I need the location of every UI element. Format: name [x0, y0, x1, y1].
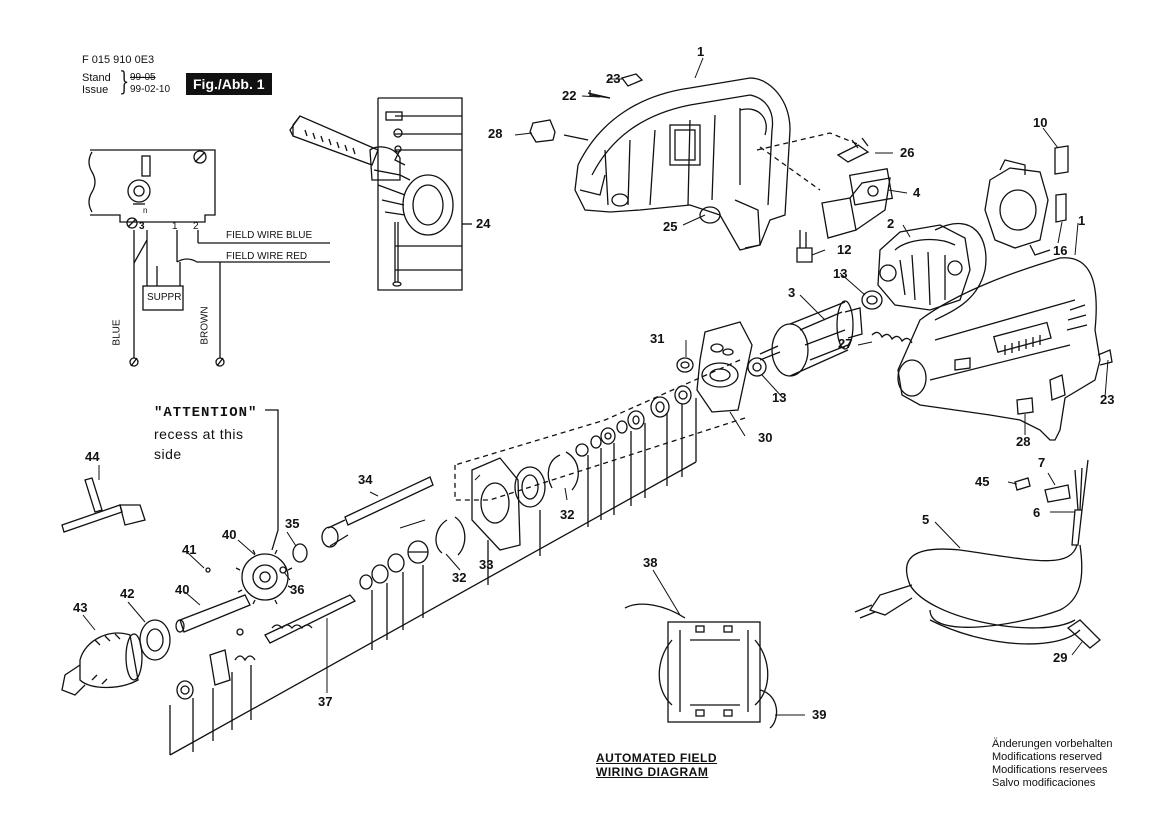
- housing-half: [574, 77, 791, 251]
- part-number: 16: [1053, 243, 1068, 258]
- stand-value: 99-05: [130, 72, 156, 83]
- suppr-label: SUPPR: [147, 292, 182, 303]
- issue-value: 99-02-10: [130, 84, 171, 95]
- attention-heading: "ATTENTION": [154, 405, 258, 421]
- part-number: 23: [1100, 392, 1115, 407]
- part-number: 40: [222, 527, 237, 542]
- note-fr: Modifications reservees: [992, 764, 1108, 776]
- part-number: 33: [479, 557, 494, 572]
- field-diagram-title-1: AUTOMATED FIELD: [596, 751, 718, 765]
- part-number: 28: [1016, 434, 1031, 449]
- part-number: 6: [1033, 505, 1041, 520]
- part-number: 23: [606, 71, 621, 86]
- part-28b: [1016, 397, 1034, 415]
- part-number: 44: [85, 449, 100, 464]
- wiring-schematic: n: [88, 149, 330, 367]
- part-number: 28: [488, 126, 503, 141]
- part-number: 2: [887, 216, 895, 231]
- terminal-1: 1: [172, 221, 178, 232]
- svg-text:n: n: [143, 206, 147, 215]
- part-number: 7: [1038, 455, 1046, 470]
- part-number: 10: [1033, 115, 1048, 130]
- attention-line-3: side: [154, 446, 182, 462]
- terminal-3: 3: [139, 221, 145, 232]
- brown-wire-label: BROWN: [199, 306, 211, 345]
- note-de: Änderungen vorbehalten: [992, 738, 1113, 750]
- part-number: 4: [913, 185, 921, 200]
- brace-glyph: }: [119, 67, 130, 97]
- power-cord: [854, 459, 1101, 649]
- part-number: 41: [182, 542, 197, 557]
- clip-23: [620, 73, 644, 87]
- blue-wire-label: BLUE: [111, 319, 123, 346]
- part-number: 26: [900, 145, 915, 160]
- part-number: 13: [772, 390, 787, 405]
- note-en: Modifications reserved: [992, 751, 1103, 763]
- part-number: 32: [560, 507, 575, 522]
- part-number: 30: [758, 430, 773, 445]
- part-number: 5: [922, 512, 930, 527]
- field-wiring-drawing: [624, 603, 778, 729]
- part-number: 27: [838, 336, 853, 351]
- part-number: 31: [650, 331, 665, 346]
- stand-label: Stand: [82, 72, 111, 84]
- bracket-24: [377, 97, 463, 291]
- part-number: 12: [837, 242, 852, 257]
- attention-line-2: recess at this: [154, 426, 244, 442]
- part-number: 13: [833, 266, 848, 281]
- issue-label: Issue: [82, 84, 109, 96]
- part-number: 43: [73, 600, 88, 615]
- field-wire-red-label: FIELD WIRE RED: [226, 251, 308, 262]
- part-number: 40: [175, 582, 190, 597]
- part-number: 35: [285, 516, 300, 531]
- part-number: 36: [290, 582, 305, 597]
- part-number: 25: [663, 219, 678, 234]
- part-number: 39: [812, 707, 827, 722]
- field-diagram-title-2: WIRING DIAGRAM: [596, 765, 709, 779]
- field-wire-blue-label: FIELD WIRE BLUE: [226, 230, 313, 241]
- part-number: 37: [318, 694, 333, 709]
- part-number: 38: [643, 555, 658, 570]
- field-coil: [877, 223, 987, 321]
- part-number: 1: [1078, 213, 1086, 228]
- part-28a: [529, 119, 556, 143]
- document-id: F 015 910 0E3: [82, 54, 155, 66]
- part-number: 24: [476, 216, 491, 231]
- part-number: 42: [120, 586, 135, 601]
- gear-train-parts: [359, 385, 692, 590]
- main-housing: [897, 257, 1113, 441]
- part-number: 29: [1053, 650, 1068, 665]
- part-number: 3: [788, 285, 796, 300]
- terminal-2: 2: [193, 221, 199, 232]
- part-number: 34: [358, 472, 373, 487]
- part-number: 1: [697, 44, 705, 59]
- part-number: 45: [975, 474, 990, 489]
- part-number: 32: [452, 570, 467, 585]
- auxiliary-handle: [289, 111, 454, 287]
- part-number: 22: [562, 88, 577, 103]
- figure-badge: Fig./Abb. 1: [186, 73, 272, 95]
- note-es: Salvo modificaciones: [992, 777, 1096, 789]
